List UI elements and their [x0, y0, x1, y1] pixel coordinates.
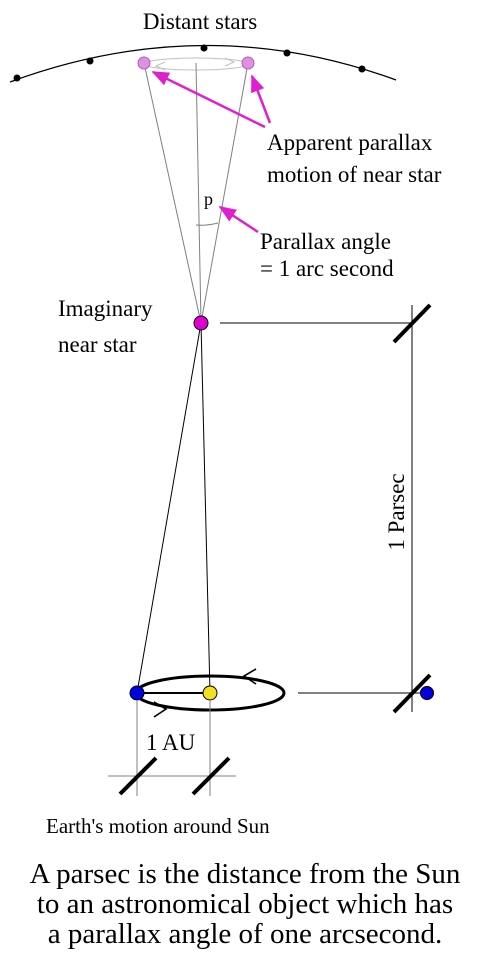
distant-star [358, 65, 366, 73]
parsec-tick-bottom [392, 673, 432, 714]
au-tick-right [191, 756, 231, 796]
parallax-angle-arc [195, 222, 219, 226]
earth [129, 685, 145, 701]
label-near-star: near star [58, 332, 137, 357]
label-apparent-parallax: Apparent parallax [267, 130, 433, 155]
sun [202, 685, 218, 701]
sightline-center [195, 62, 202, 324]
pointer-arrow-angle [218, 205, 259, 234]
label-near-star: Imaginary [58, 296, 153, 321]
caption-line: a parallax angle of one arcsecond. [48, 918, 443, 950]
apparent-motion-arrow [154, 61, 166, 71]
apparent-star-left [137, 56, 151, 70]
pointer-arrow-right-star [250, 74, 272, 124]
distant-star [283, 49, 291, 57]
au-tick-left [118, 756, 158, 796]
line-star-to-sun [200, 322, 211, 694]
label-apparent-parallax: motion of near star [267, 162, 442, 187]
distant-star [13, 74, 21, 82]
parsec-tick-top [392, 303, 432, 344]
line-star-to-earth [136, 322, 202, 694]
distant-star-dots [13, 44, 366, 82]
distant-star [200, 44, 208, 52]
orbit-direction-arrow-top [242, 668, 257, 685]
near-star [193, 315, 209, 331]
sightline-left [143, 62, 202, 324]
sightline-right [200, 62, 249, 324]
label-p: p [204, 189, 213, 209]
orbit-direction-arrow-bottom [153, 701, 168, 718]
caption-line: to an astronomical object which has [37, 888, 453, 920]
apparent-motion-arrow [224, 57, 236, 67]
label-parallax-angle: = 1 arc second [260, 256, 394, 281]
apparent-star-right [241, 56, 255, 70]
label-distant-stars: Distant stars [143, 9, 257, 34]
earth-far [420, 686, 434, 700]
distant-star [86, 57, 94, 65]
caption-line: A parsec is the distance from the Sun [30, 858, 461, 890]
label-au: 1 AU [146, 730, 196, 755]
label-earth-motion: Earth's motion around Sun [46, 814, 270, 838]
pointer-arrow-left-star [151, 70, 266, 129]
label-parsec: 1 Parsec [384, 473, 409, 550]
label-parallax-angle: Parallax angle [260, 229, 391, 254]
